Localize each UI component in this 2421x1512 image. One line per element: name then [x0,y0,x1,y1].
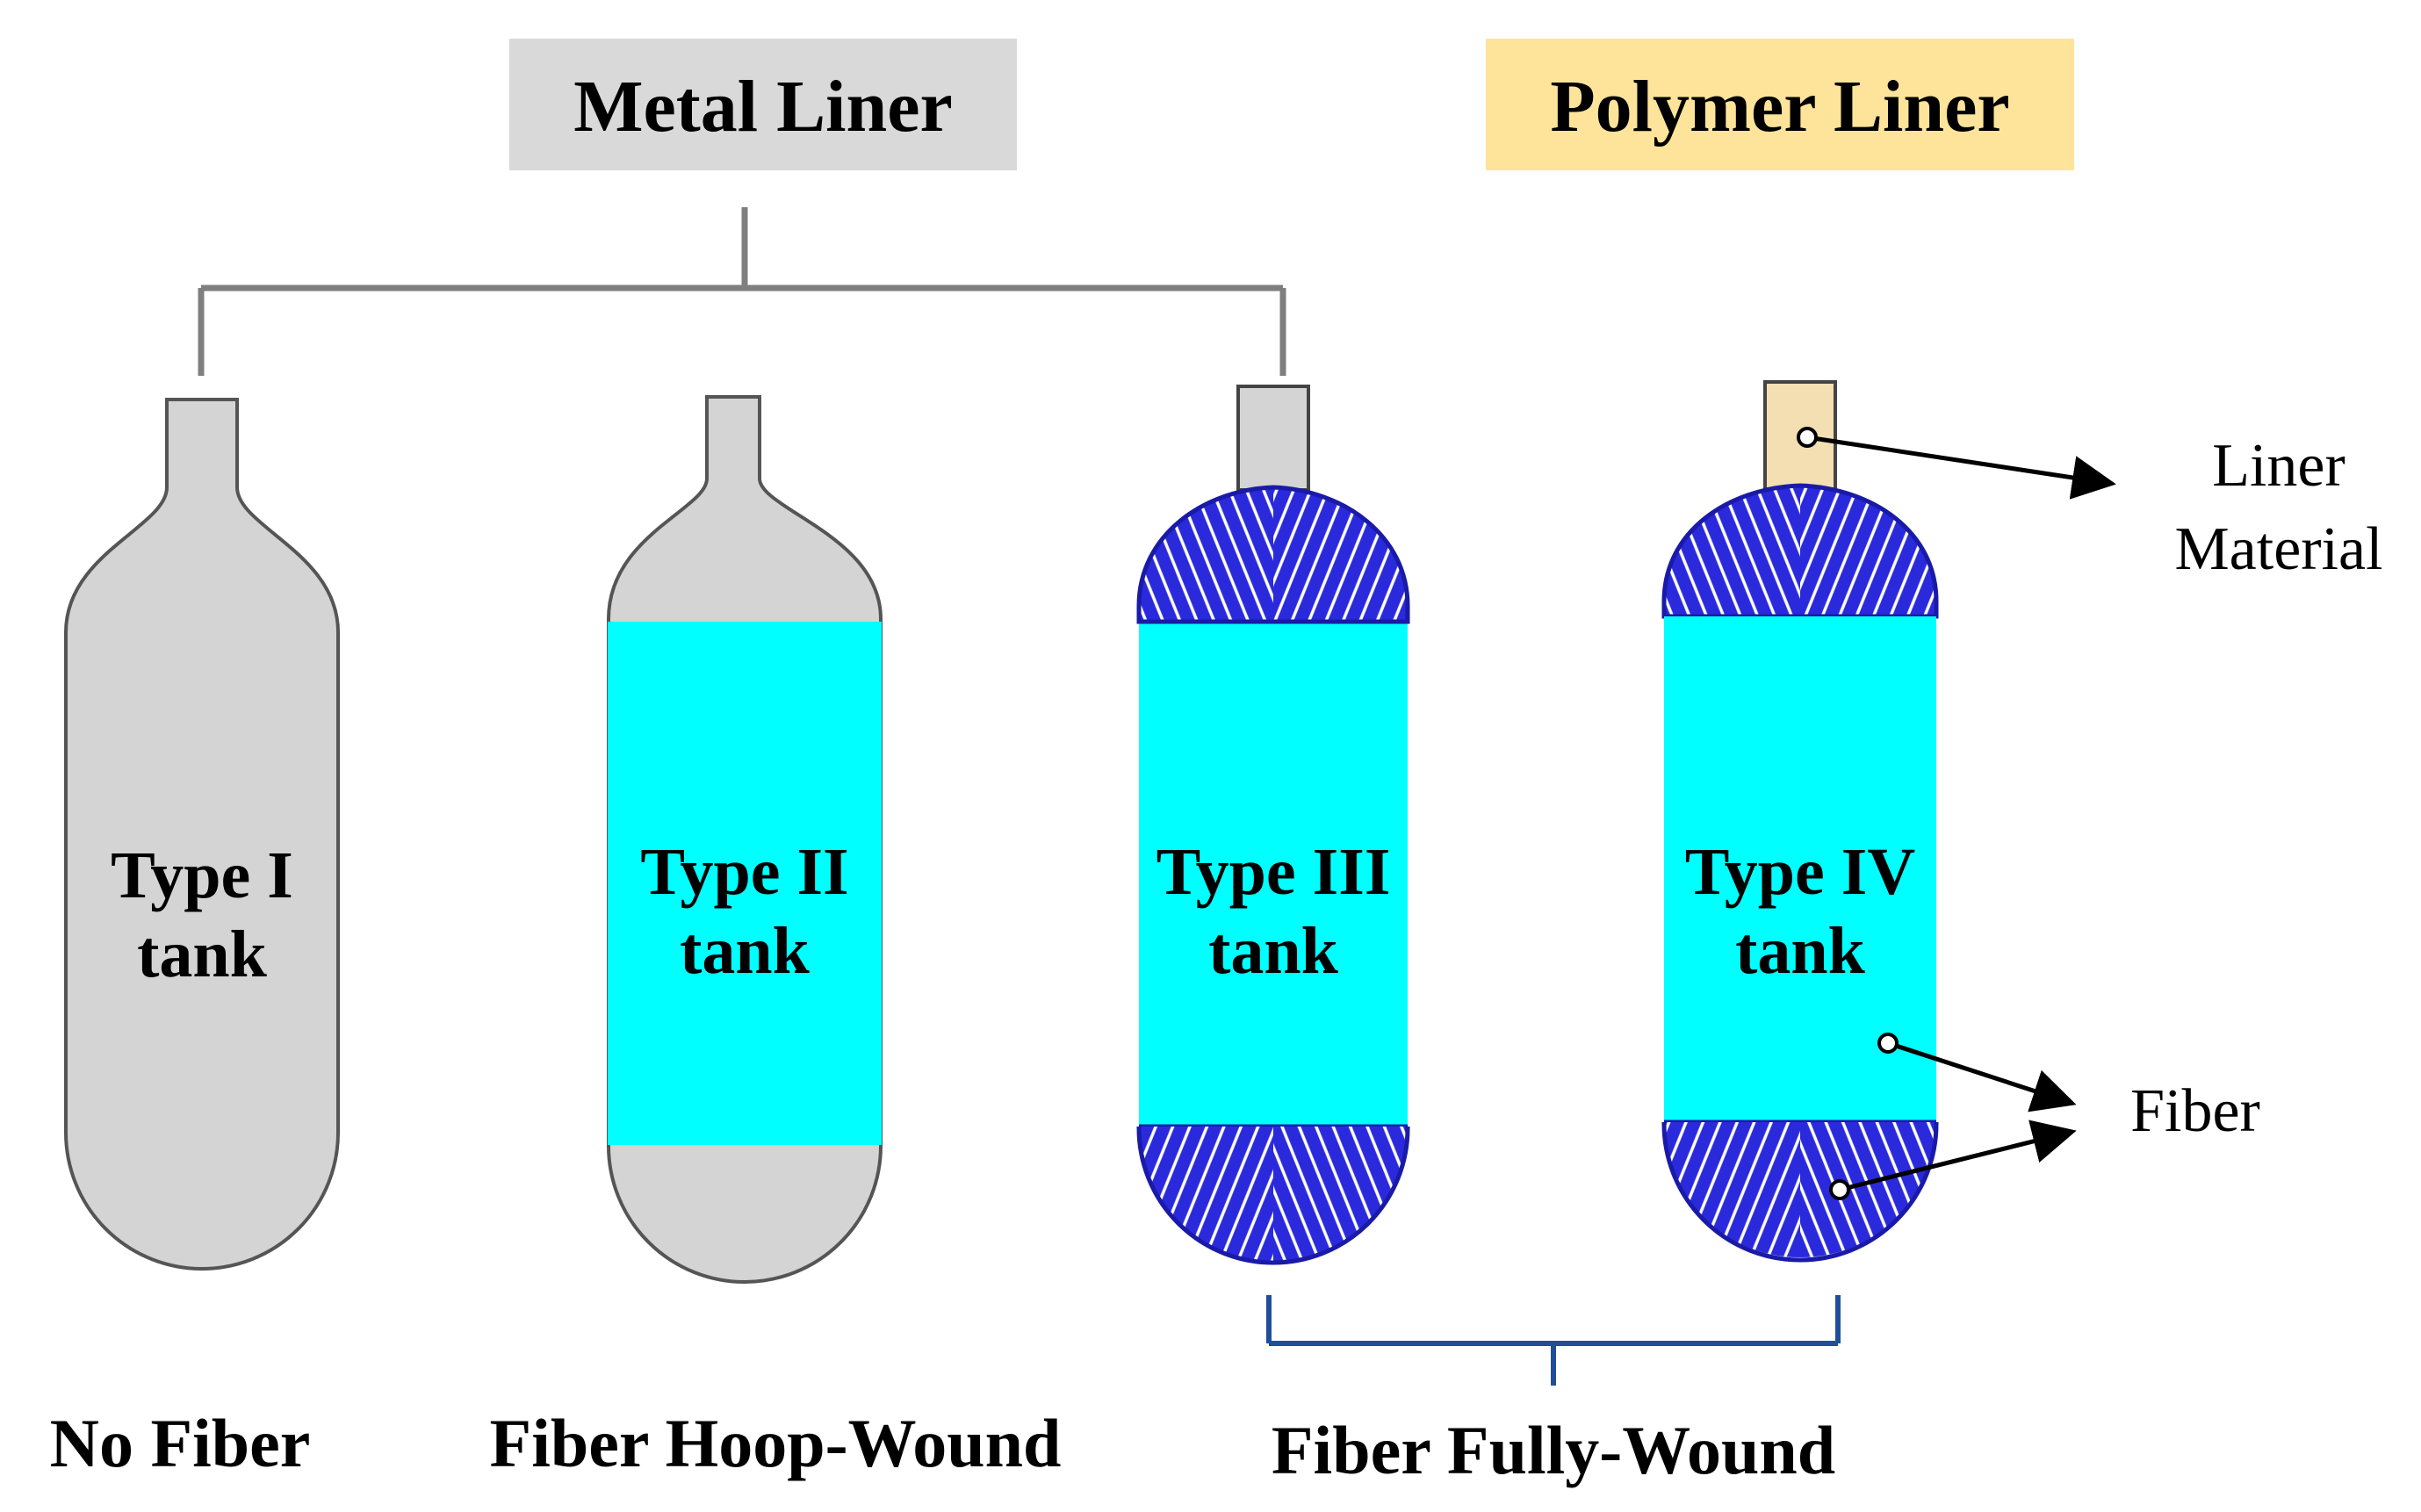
fiber-arrow-upper [1887,1040,2077,1112]
liner-material-label-line1: Liner [2212,432,2345,500]
type-3-top-dome-left [1139,487,1273,622]
type-3-bottom-dome-left [1139,1127,1273,1264]
polymer-liner-header: Polymer Liner [1486,39,2074,170]
fiber-dot-upper [1877,1033,1899,1054]
metal-liner-header-label: Metal Liner [573,66,953,148]
type-1-tank: Type I tank [64,398,340,1271]
type-1-tank-label-line1: Type I [111,839,293,912]
metal-liner-header-box [509,39,1017,170]
type-4-top-dome-right [1800,486,1936,616]
liner-material-label-line2: Material [2174,515,2382,583]
type-1-tank-body [64,398,340,1271]
type-1-tank-label-line2: tank [137,918,268,991]
type-4-top-dome-outline [1661,483,1939,619]
type-3-top-dome-outline [1136,485,1410,624]
fully-wound-bracket [1266,1295,1841,1386]
fiber-arrow-lower [1839,1120,2077,1192]
callout-arrows [1806,435,2116,1192]
type-4-bottom-dome-right [1800,1122,1936,1258]
fiber-fully-wound-label: Fiber Fully-Wound [1272,1412,1835,1488]
callout-dots [1797,427,1899,1200]
type-4-bottom-dome-outline [1661,1122,1939,1263]
type-3-hoop-fiber [1139,622,1408,1127]
type-4-tank-label-line1: Type IV [1685,835,1916,909]
type-3-bottom-dome-outline [1136,1127,1410,1265]
liner-material-dot [1797,427,1818,448]
fiber-hoop-wound-label: Fiber Hoop-Wound [490,1405,1062,1481]
type-3-tank-label-line1: Type III [1156,835,1391,909]
type-4-tank-label-line2: tank [1735,914,1866,988]
metal-liner-bracket [198,207,1286,376]
fiber-label: Fiber [2130,1077,2260,1145]
no-fiber-label: No Fiber [50,1405,311,1481]
type-3-tank-neck [1236,385,1310,492]
fiber-dot-lower [1829,1179,1850,1200]
type-4-tank: Type IV tank [1661,380,1939,1263]
type-2-tank: Type II tank [607,395,883,1284]
type-3-top-dome-right [1273,487,1408,622]
type-4-top-dome-left [1664,486,1800,616]
type-2-tank-label-line1: Type II [640,835,848,909]
type-4-bottom-dome-left [1664,1122,1800,1258]
type-3-tank: Type III tank [1136,385,1410,1265]
type-2-tank-label-line2: tank [680,914,811,988]
liner-material-arrow [1806,435,2116,500]
polymer-liner-header-label: Polymer Liner [1550,66,2009,148]
type-3-bottom-dome-right [1273,1127,1408,1264]
type-3-tank-label-line2: tank [1208,914,1339,988]
metal-liner-header: Metal Liner [509,39,1017,170]
type-2-hoop-fiber [608,622,882,1145]
polymer-liner-header-box [1486,39,2074,170]
